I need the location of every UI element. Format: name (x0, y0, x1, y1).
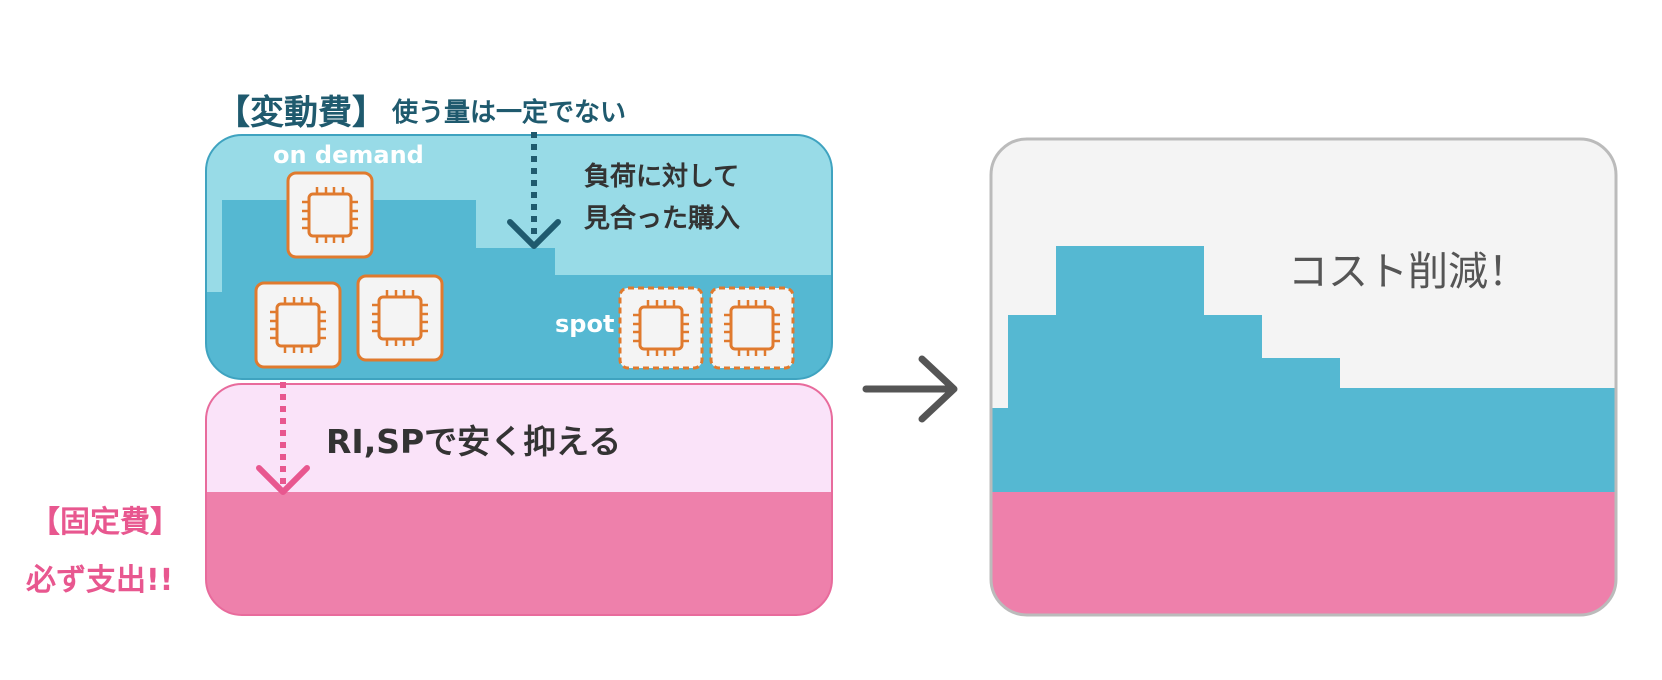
fixed-cost-title: 【固定費】 (30, 505, 180, 540)
result-panel (989, 137, 1618, 617)
cpu-chip-icon (356, 274, 444, 362)
cpu-chip-icon (286, 171, 374, 259)
arrow-right-icon (862, 355, 958, 423)
variable-cost-title: 【変動費】 (216, 93, 386, 133)
purchase-note-line2: 見合った購入 (584, 203, 740, 234)
variable-cost-subtitle: 使う量は一定でない (391, 97, 626, 128)
variable-cost-panel (205, 134, 833, 380)
fixed-cost-subtitle: 必ず支出!! (26, 563, 173, 598)
dotted-arrow-down-icon (256, 382, 310, 495)
spot-label: spot (555, 310, 614, 338)
ri-sp-label: RI,SPで安く抑える (326, 422, 621, 461)
optimized-usage-area (991, 246, 1616, 492)
spot-chip-icon (618, 286, 704, 370)
purchase-note-line1: 負荷に対して (584, 162, 739, 192)
dotted-arrow-down-icon (507, 132, 561, 249)
fixed-cost-panel (205, 383, 833, 616)
cost-reduction-label: コスト削減！ (1288, 249, 1528, 295)
cpu-chip-icon (254, 281, 342, 369)
spot-chip-icon (709, 286, 795, 370)
on-demand-label: on demand (273, 141, 424, 169)
